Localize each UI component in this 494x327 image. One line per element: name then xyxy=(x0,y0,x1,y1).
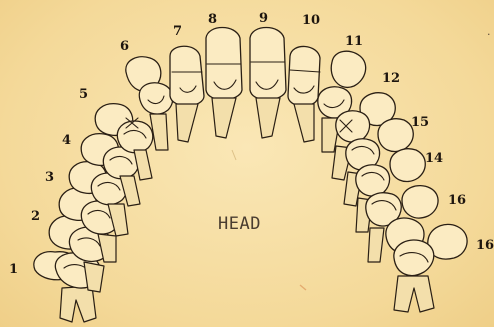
label-3: 3 xyxy=(45,170,54,185)
paper-mark xyxy=(232,150,236,160)
label-2: 2 xyxy=(31,209,40,224)
left-incisor-2 xyxy=(206,28,242,139)
label-10: 10 xyxy=(302,13,320,28)
label-14: 14 xyxy=(425,151,443,166)
label-15: 16 xyxy=(448,193,466,208)
right-incisor-3 xyxy=(288,46,320,142)
label-8: 8 xyxy=(208,12,217,27)
label-16: 16 xyxy=(476,238,494,253)
right-molar-16 xyxy=(386,218,467,312)
label-9: 9 xyxy=(259,11,268,26)
left-incisor-3 xyxy=(170,46,204,142)
label-12: 12 xyxy=(382,71,400,86)
label-6: 6 xyxy=(120,39,129,54)
label-4: 4 xyxy=(62,133,71,148)
stray-mark: . xyxy=(487,25,491,38)
label-5: 5 xyxy=(79,87,88,102)
label-7: 7 xyxy=(173,24,182,39)
label-11: 11 xyxy=(345,34,363,49)
label-1: 1 xyxy=(9,262,18,277)
paper-mark xyxy=(300,285,306,290)
center-label: HEAD xyxy=(218,214,261,234)
label-13: 15 xyxy=(411,115,429,130)
right-incisor-2 xyxy=(250,28,286,139)
